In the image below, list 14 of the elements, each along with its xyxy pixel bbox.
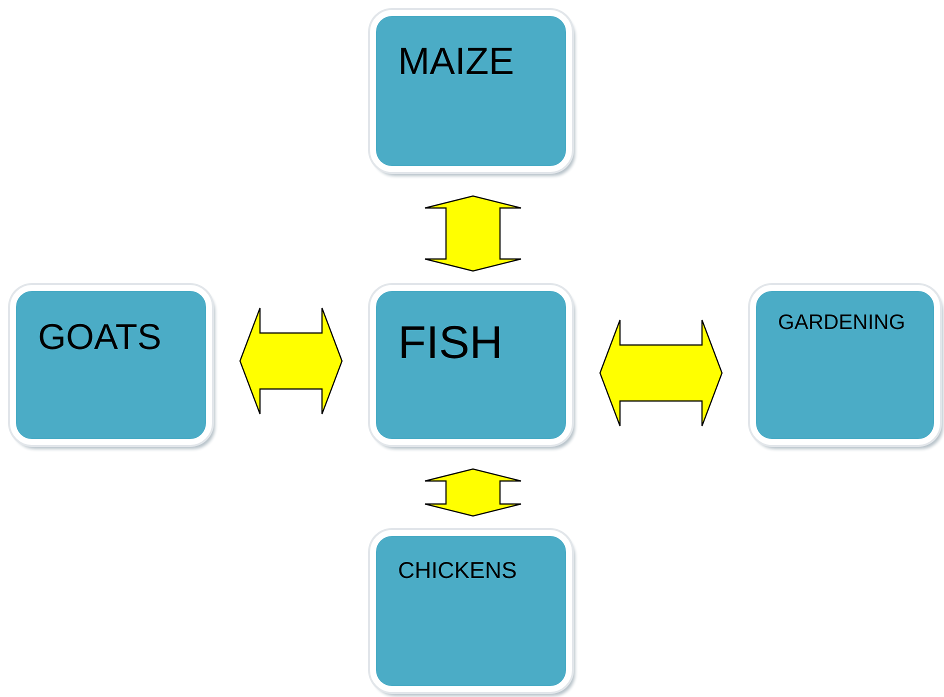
rounded-box <box>370 285 572 445</box>
rounded-box <box>370 10 572 172</box>
double-block-arrow <box>424 195 522 272</box>
rounded-box <box>750 285 940 445</box>
double-block-arrow <box>599 319 723 427</box>
box-label: FISH <box>398 317 504 368</box>
double-block-arrow <box>424 468 522 517</box>
box-label: CHICKENS <box>398 558 518 584</box>
box-label: MAIZE <box>398 42 516 84</box>
box-label: GARDENING <box>778 311 906 334</box>
rounded-box <box>10 285 212 445</box>
box-label: GOATS <box>38 317 162 357</box>
double-block-arrow <box>239 307 343 415</box>
rounded-box <box>370 530 572 692</box>
